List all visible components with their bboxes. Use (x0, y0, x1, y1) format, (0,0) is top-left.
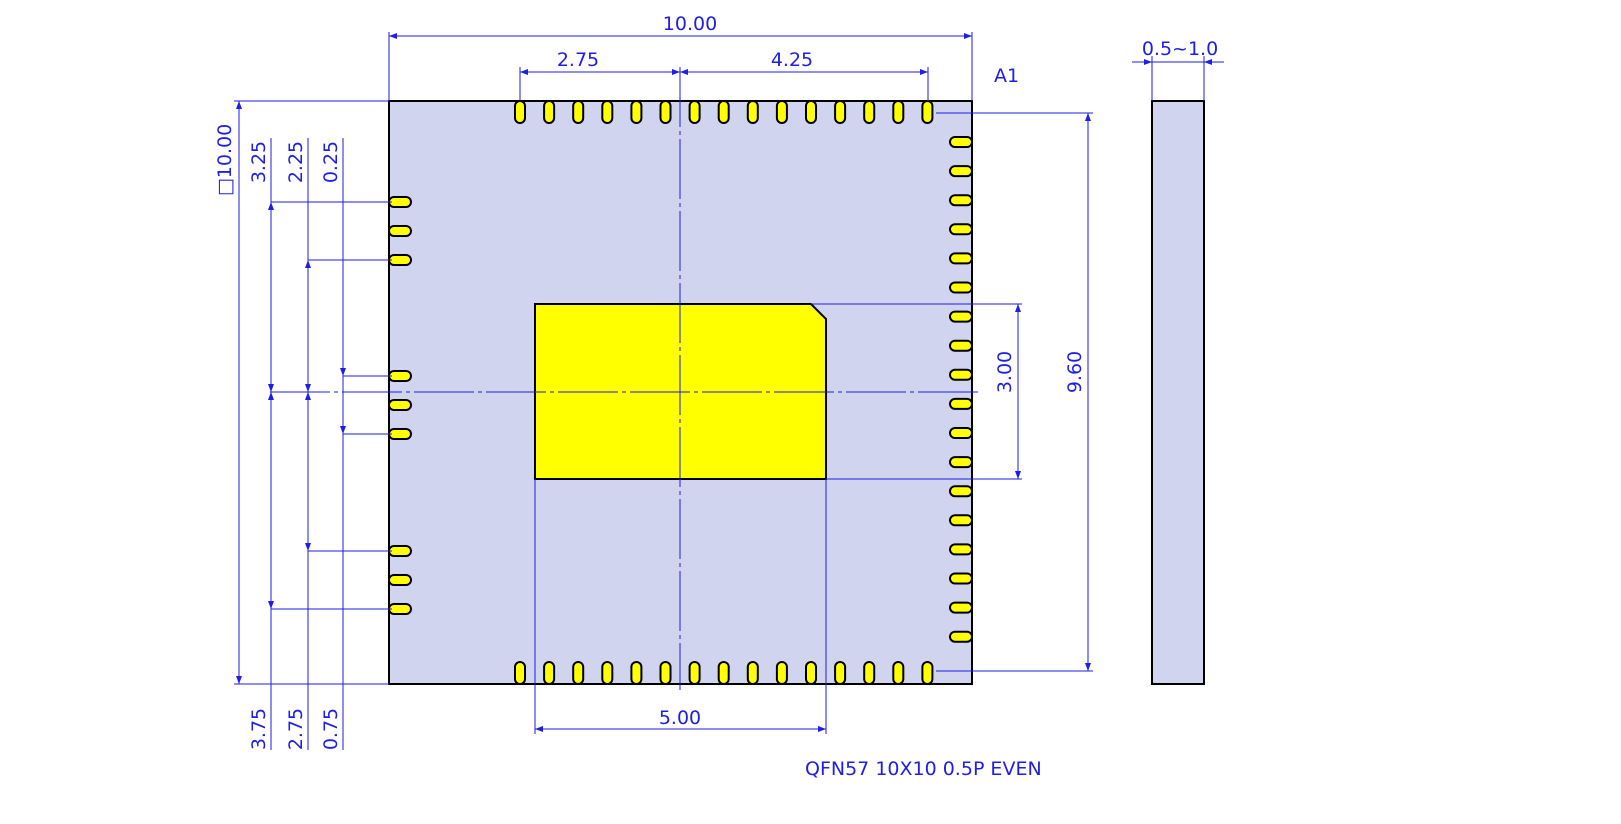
left-upper-a-label: 3.25 (248, 141, 270, 183)
top-pin (717, 100, 730, 124)
bottom-pin (805, 661, 817, 685)
right-pin (949, 397, 973, 410)
left-lower-c-label: 0.75 (320, 708, 342, 750)
right-pin (949, 630, 973, 643)
right-pin (949, 601, 973, 614)
right-pin (949, 281, 973, 294)
top-pin (863, 100, 876, 124)
top-pin (659, 100, 672, 124)
pin-group (388, 100, 973, 685)
left-pin (388, 254, 412, 266)
bottom-pin (601, 661, 614, 685)
body-width-dimension: 10.00 (388, 13, 973, 101)
top-pin (892, 100, 905, 124)
body-square-dimension: □10.00 (214, 100, 389, 685)
right-pin (949, 456, 973, 469)
top-pin (805, 100, 817, 124)
bottom-pin (514, 661, 526, 685)
package-label: QFN57 10X10 0.5P EVEN (805, 758, 1042, 780)
bottom-pin (921, 661, 934, 685)
bottom-pin (775, 661, 788, 685)
right-pin (949, 427, 973, 439)
right-pin (949, 368, 973, 381)
body-square-label: □10.00 (214, 124, 236, 196)
pin-span-label: 9.60 (1064, 351, 1086, 393)
left-pin (388, 428, 412, 440)
top-pin (746, 100, 759, 124)
left-upper-b-label: 2.25 (285, 141, 307, 183)
right-pin (949, 543, 973, 556)
bottom-pin (688, 661, 701, 685)
pin-span-dimension: 9.60 (936, 112, 1093, 672)
pin1-label: A1 (994, 65, 1019, 87)
right-pin (949, 339, 973, 352)
right-pin (949, 572, 973, 585)
thickness-dimension: 0.5~1.0 (1132, 38, 1224, 101)
side-view-body (1151, 100, 1205, 685)
bottom-pin (834, 661, 847, 685)
top-pin (543, 100, 556, 124)
pad-height-dimension: 3.00 (811, 303, 1022, 480)
top-pin (775, 100, 788, 124)
right-pin (949, 485, 973, 498)
top-pin (834, 100, 847, 124)
right-pin (949, 223, 973, 236)
top-offset-dimension: 2.75 4.25 (519, 49, 929, 101)
pad-height-label: 3.00 (994, 351, 1016, 393)
left-pin (388, 225, 412, 237)
left-pin (388, 196, 412, 208)
left-lower-a-label: 3.75 (248, 708, 270, 750)
right-pin (949, 165, 973, 178)
left-upper-c-label: 0.25 (320, 141, 342, 183)
left-pin (388, 545, 412, 557)
bottom-pin (630, 661, 643, 685)
bottom-pin (892, 661, 905, 685)
pad-width-dimension: 5.00 (534, 479, 827, 734)
bottom-pin (659, 661, 672, 685)
top-pin (630, 100, 643, 124)
left-pin-dimensions: 3.25 2.25 0.25 3.75 2.75 0.75 (248, 138, 392, 750)
top-left-offset-label: 2.75 (557, 49, 599, 71)
left-pin (388, 574, 412, 586)
left-lower-b-label: 2.75 (285, 708, 307, 750)
top-pin (921, 100, 934, 124)
body-width-label: 10.00 (663, 13, 717, 35)
pad-width-label: 5.00 (659, 707, 701, 729)
bottom-pin (746, 661, 759, 685)
top-right-offset-label: 4.25 (771, 49, 813, 71)
thickness-label: 0.5~1.0 (1142, 38, 1218, 60)
bottom-pin (543, 661, 556, 685)
top-pin (688, 100, 701, 124)
top-pin (514, 100, 526, 124)
bottom-pin (572, 661, 585, 685)
left-pin (388, 370, 412, 382)
right-pin (949, 310, 973, 323)
top-pin (601, 100, 614, 124)
top-pin (572, 100, 585, 124)
right-pin (949, 194, 973, 207)
left-pin (388, 399, 412, 411)
right-pin (949, 252, 973, 265)
bottom-pin (717, 661, 730, 685)
left-pin (388, 603, 412, 615)
bottom-pin (863, 661, 876, 685)
right-pin (949, 514, 973, 527)
right-pin (949, 136, 973, 148)
